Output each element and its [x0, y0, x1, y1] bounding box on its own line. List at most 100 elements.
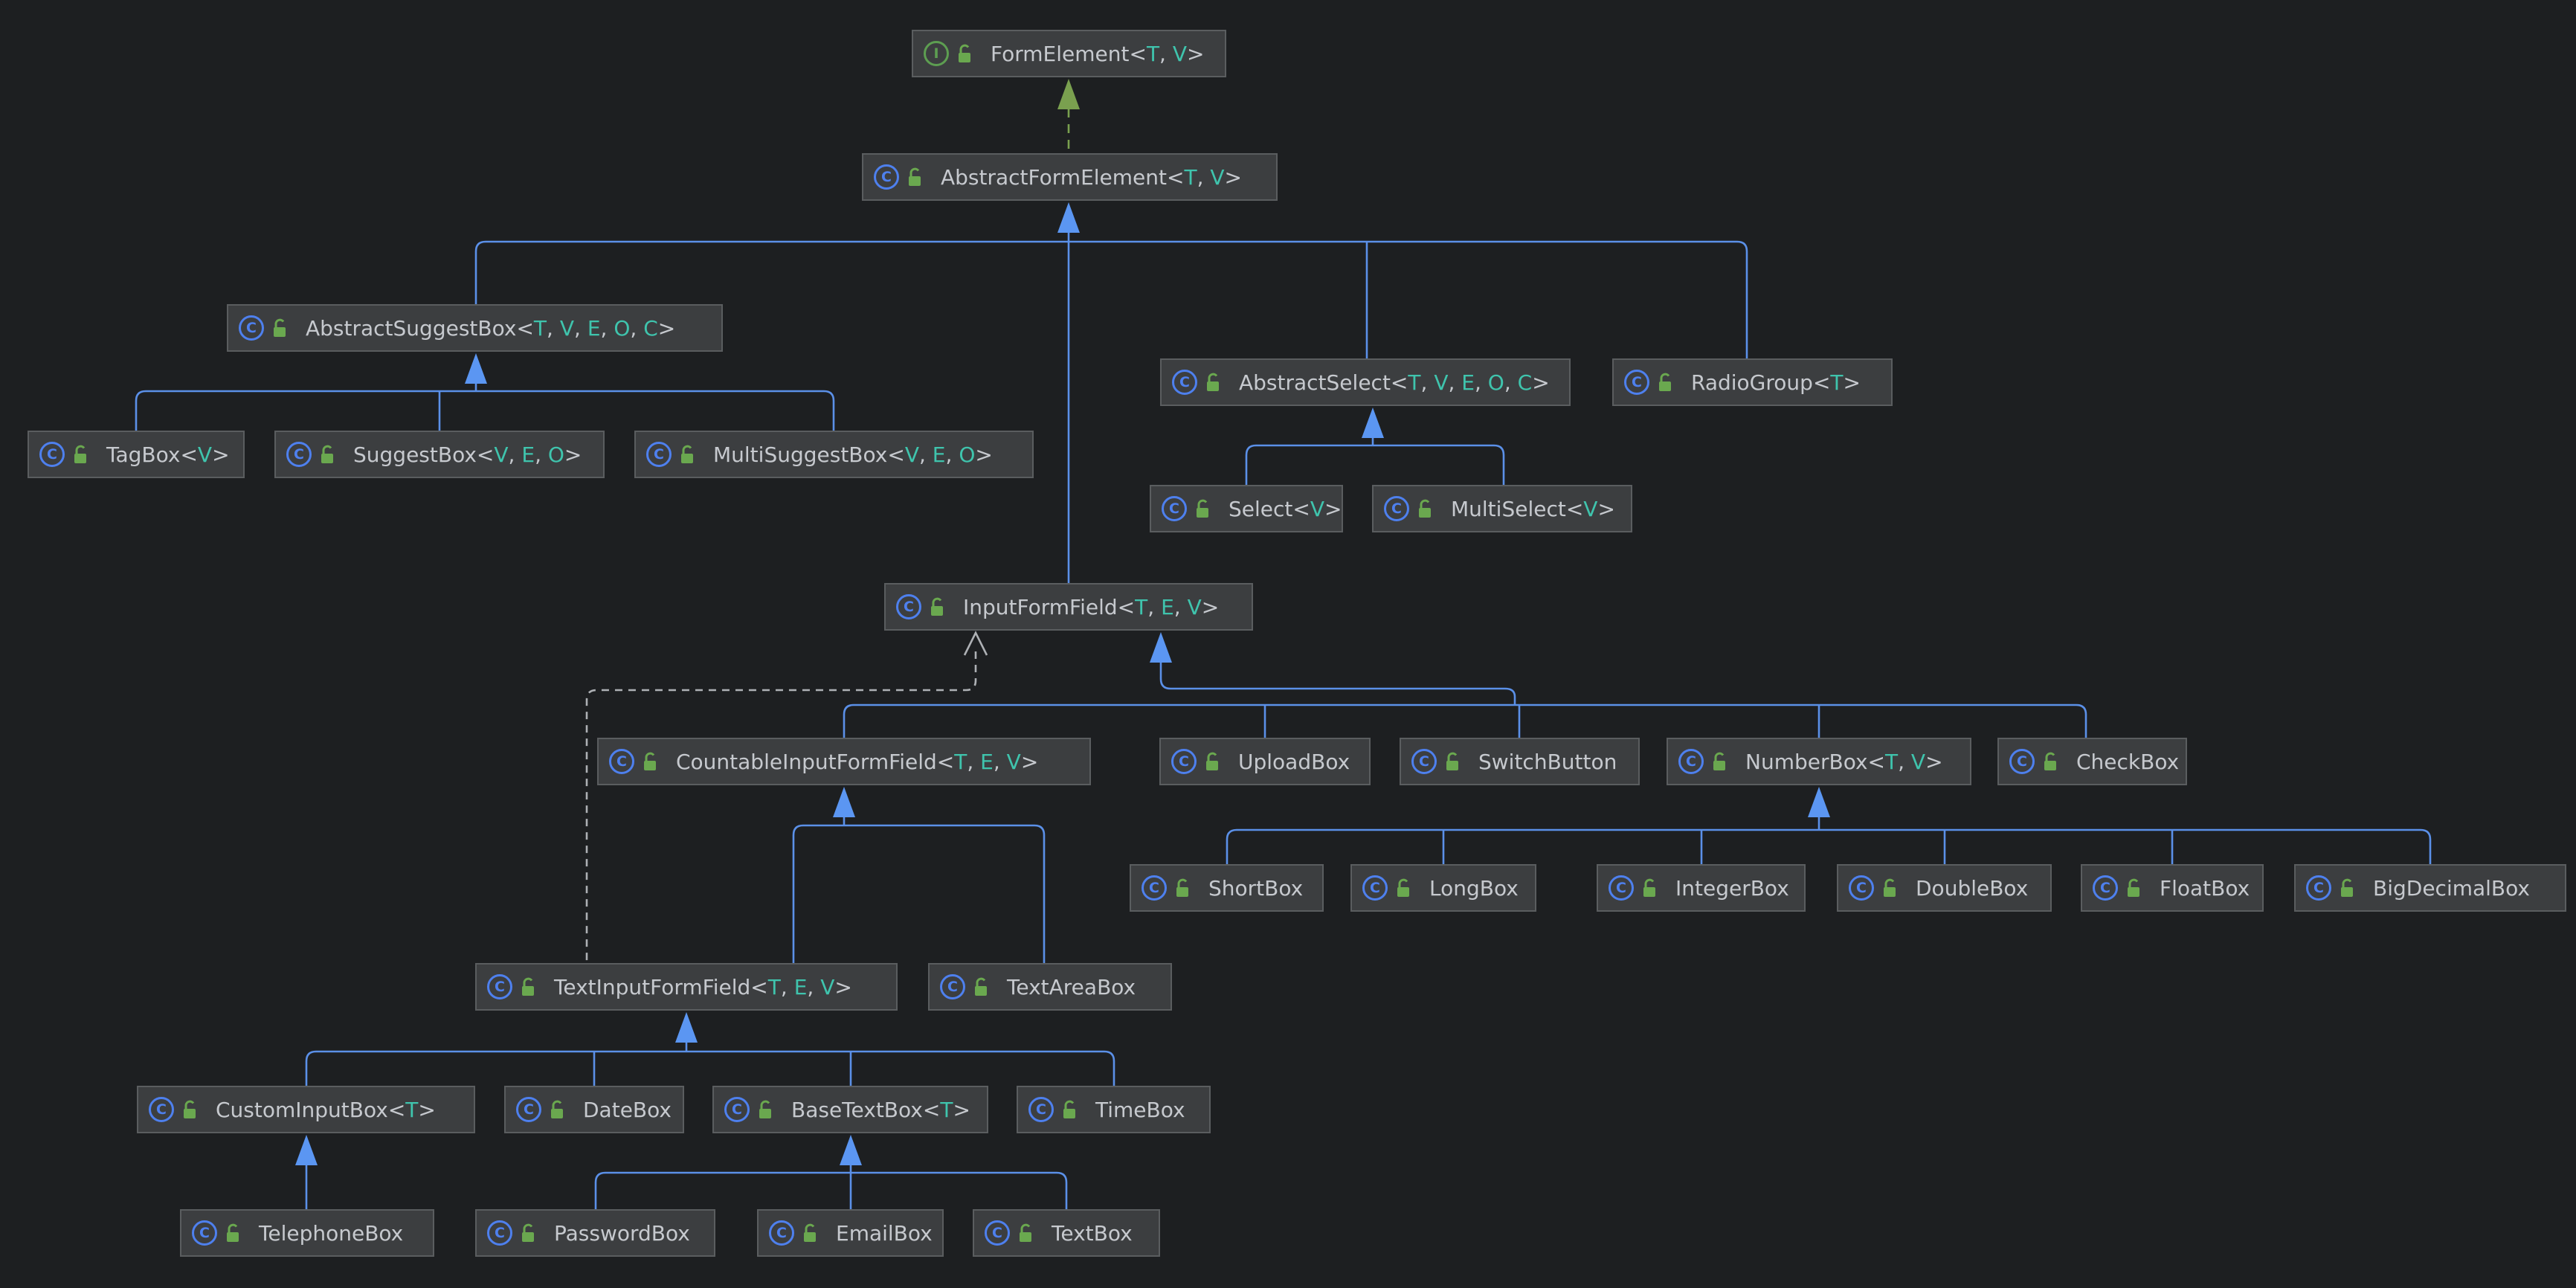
public-lock-icon	[1194, 498, 1212, 520]
generic-params: <T, E, V>	[936, 749, 1039, 774]
class-name: TextAreaBox	[1007, 974, 1136, 999]
class-icon: C	[1142, 875, 1167, 901]
class-icon: C	[609, 749, 634, 774]
class-name: MultiSuggestBox	[713, 442, 888, 467]
edge-extends-CustomInputBox	[295, 1135, 318, 1209]
edge-extends-AbstractSuggestBox	[135, 353, 835, 431]
public-lock-icon	[1203, 750, 1222, 773]
class-icon: C	[1172, 370, 1197, 395]
class-name: CountableInputFormField	[676, 749, 937, 774]
edge-extends-AbstractSelect	[1245, 408, 1505, 485]
class-name: RadioGroup	[1691, 370, 1813, 395]
public-lock-icon	[972, 976, 991, 998]
generic-params: <T>	[922, 1097, 970, 1122]
class-node-FormElement[interactable]: I FormElement<T, V>	[912, 30, 1226, 77]
class-name: AbstractSelect	[1239, 370, 1391, 395]
public-lock-icon	[1416, 498, 1434, 520]
generic-params: <V>	[1565, 496, 1615, 521]
public-lock-icon	[641, 750, 660, 773]
class-name: BigDecimalBox	[2373, 875, 2530, 901]
class-icon: C	[149, 1097, 174, 1122]
class-name: CustomInputBox	[216, 1097, 388, 1122]
edge-extends-InputFormField	[843, 632, 2087, 738]
class-node-BaseTextBox[interactable]: C BaseTextBox<T>	[712, 1086, 988, 1133]
public-lock-icon	[1204, 371, 1223, 393]
public-lock-icon	[801, 1222, 820, 1244]
class-icon: C	[769, 1220, 794, 1246]
public-lock-icon	[1656, 371, 1675, 393]
generic-params: <T>	[1812, 370, 1861, 395]
class-name: BaseTextBox	[791, 1097, 923, 1122]
class-node-CountableInputFormField[interactable]: C CountableInputFormField<T, E, V>	[597, 738, 1091, 785]
class-icon: C	[724, 1097, 750, 1122]
edge-extends-TextInputFormField	[305, 1012, 1115, 1086]
class-icon: C	[2306, 875, 2331, 901]
public-lock-icon	[1881, 877, 1899, 899]
class-icon: C	[1162, 496, 1187, 521]
class-icon: C	[646, 442, 672, 467]
class-name: InputFormField	[963, 594, 1118, 619]
public-lock-icon	[318, 443, 337, 466]
generic-params: <T>	[387, 1097, 436, 1122]
class-name: TextInputFormField	[554, 974, 751, 999]
public-lock-icon	[519, 976, 538, 998]
class-name: UploadBox	[1238, 749, 1350, 774]
public-lock-icon	[548, 1098, 567, 1121]
public-lock-icon	[1640, 877, 1659, 899]
public-lock-icon	[2125, 877, 2143, 899]
class-icon: C	[516, 1097, 541, 1122]
public-lock-icon	[1443, 750, 1462, 773]
class-name: EmailBox	[836, 1220, 933, 1246]
class-icon: C	[1849, 875, 1874, 901]
class-node-EmailBox[interactable]: C EmailBox	[757, 1209, 944, 1257]
generic-params: <V>	[180, 442, 230, 467]
public-lock-icon	[956, 42, 974, 65]
public-lock-icon	[756, 1098, 775, 1121]
class-name: SwitchButton	[1478, 749, 1617, 774]
class-name: FormElement	[991, 41, 1130, 66]
public-lock-icon	[1060, 1098, 1079, 1121]
class-icon: C	[39, 442, 65, 467]
class-icon: C	[1362, 875, 1388, 901]
class-node-CustomInputBox[interactable]: C CustomInputBox<T>	[137, 1086, 475, 1133]
public-lock-icon	[271, 317, 289, 339]
public-lock-icon	[906, 166, 924, 188]
class-name: TelephoneBox	[259, 1220, 404, 1246]
generic-params: <T, V>	[1129, 41, 1205, 66]
class-icon: C	[1411, 749, 1437, 774]
interface-icon: I	[924, 41, 949, 66]
class-node-BigDecimalBox[interactable]: C BigDecimalBox	[2294, 864, 2566, 912]
class-icon: C	[896, 594, 921, 619]
class-node-SwitchButton[interactable]: C SwitchButton	[1400, 738, 1640, 785]
class-name: AbstractSuggestBox	[306, 315, 517, 341]
public-lock-icon	[2338, 877, 2357, 899]
public-lock-icon	[181, 1098, 199, 1121]
class-name: TextBox	[1052, 1220, 1133, 1246]
